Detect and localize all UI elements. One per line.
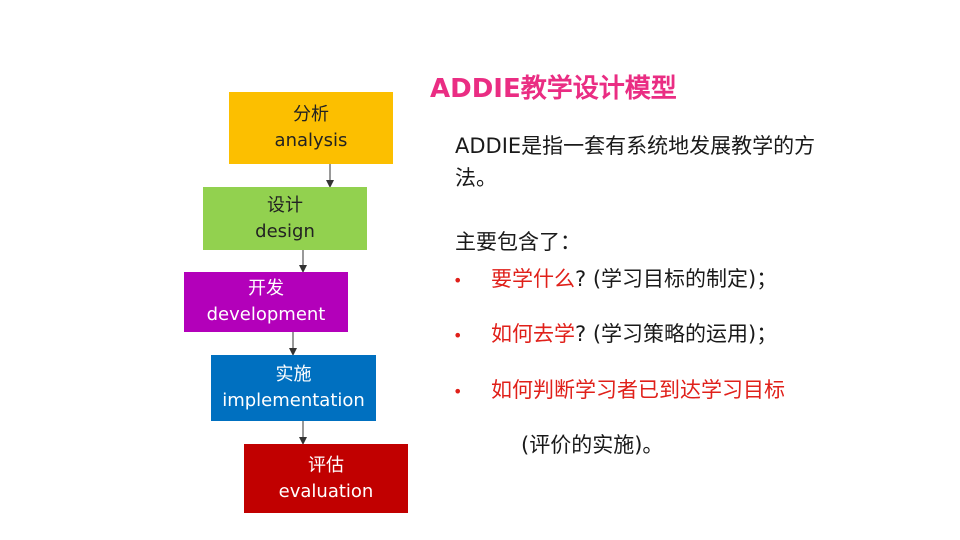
slide-title: ADDIE教学设计模型 [430,74,677,104]
bullet-continuation: (评价的实施)。 [521,433,664,457]
includes-label: 主要包含了： [455,230,581,254]
step-label-cn: 开发 [248,278,284,299]
intro-text: ADDIE是指一套有系统地发展教学的方法。 [455,134,816,190]
bullet-item: • 要学什么? (学习目标的制定)； [453,263,777,297]
step-label-cn: 设计 [267,194,303,216]
bullet-highlight: 如何去学 [491,322,575,346]
step-label-en: design [255,220,315,242]
step-label-en: development [206,304,326,325]
bullet-dot: • [453,382,463,401]
bullet-item: • 如何判断学习者已到达学习目标 [453,374,785,408]
bullet-highlight: 如何判断学习者已到达学习目标 [491,378,785,402]
step-box-analysis: 分析 analysis [229,92,393,164]
step-label-en: implementation [222,390,365,411]
bullet-item: • 如何去学? (学习策略的运用)； [453,318,777,352]
step-label-cn: 实施 [275,364,312,385]
step-box-implementation: 实施 implementation [211,355,376,421]
bullet-dot: • [453,326,463,345]
step-label-cn: 分析 [293,104,329,125]
bullet-dot: • [453,271,463,290]
bullet-rest: ? (学习目标的制定)； [575,267,778,291]
step-box-evaluation: 评估 evaluation [244,444,408,513]
bullet-highlight: 要学什么 [491,267,575,291]
step-box-design: 设计 design [203,187,367,250]
step-label-en: evaluation [278,480,374,502]
step-label-cn: 评估 [308,454,344,476]
step-label-en: analysis [274,130,348,151]
bullet-rest: ? (学习策略的运用)； [575,322,778,346]
step-box-development: 开发 development [184,272,348,332]
